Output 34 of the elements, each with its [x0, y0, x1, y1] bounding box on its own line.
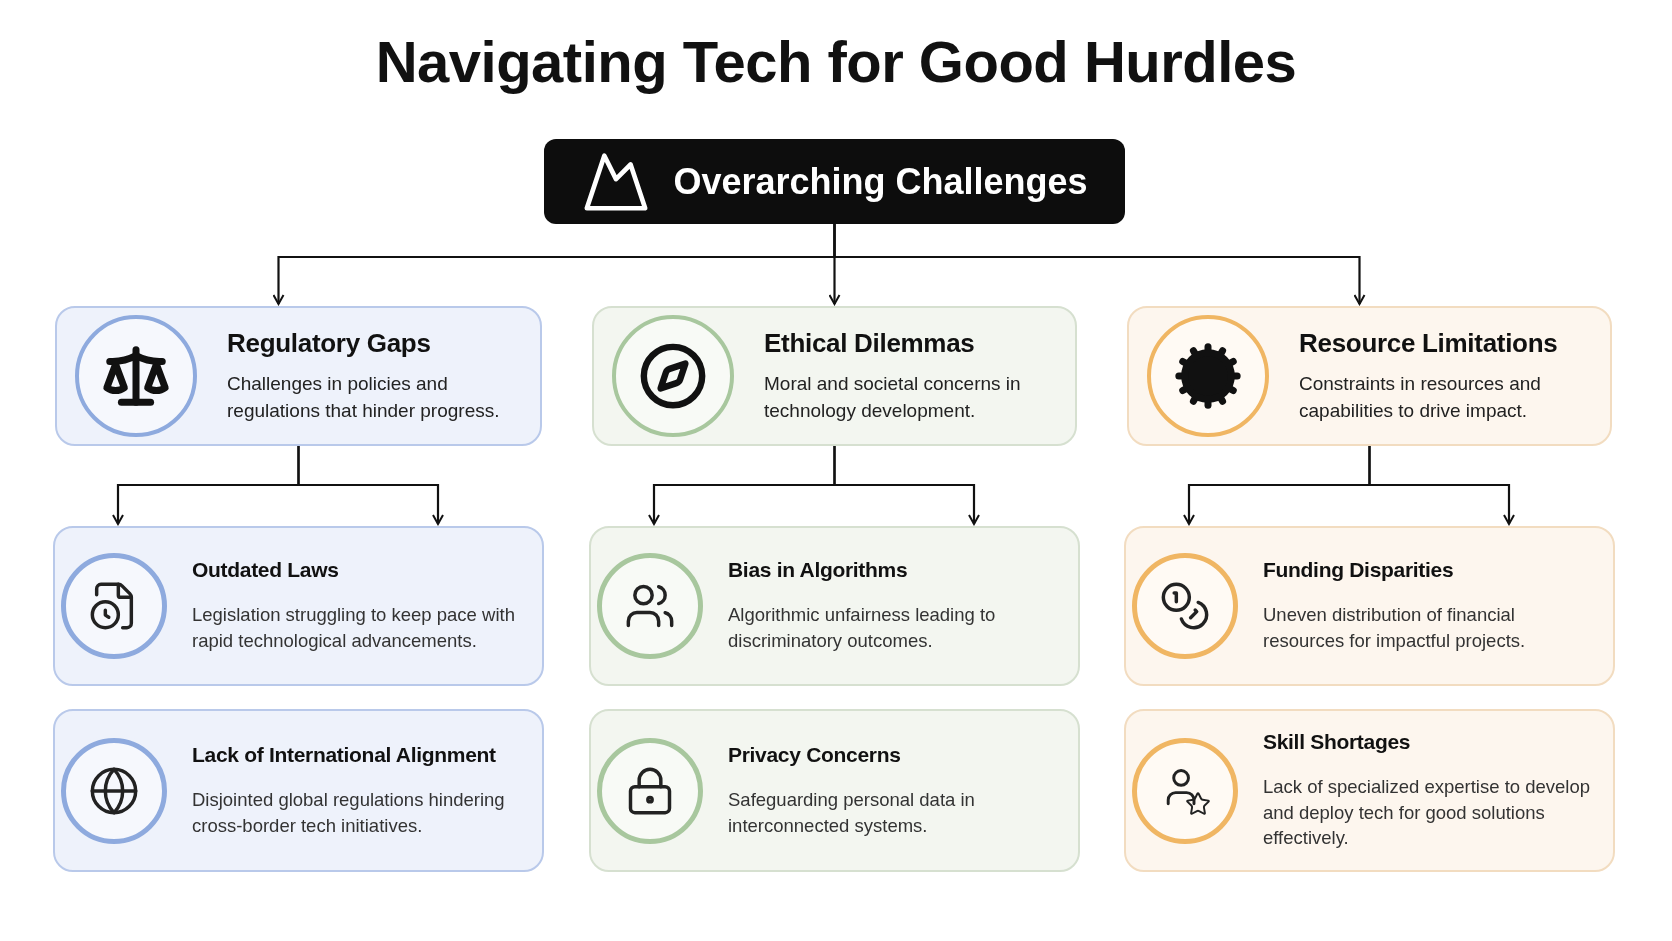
category-card — [1127, 306, 1612, 446]
card-description: Safeguarding personal data in interconnected systems. — [728, 787, 976, 838]
challenge-card — [589, 709, 1080, 872]
challenge-card — [53, 709, 544, 872]
card-heading: Lack of International Alignment — [192, 742, 497, 767]
challenge-card — [1124, 709, 1615, 872]
connector-arrow — [297, 446, 444, 525]
category-card — [592, 306, 1077, 446]
card-description: Disjointed global regulations hindering cross-border tech initiatives. — [192, 787, 506, 838]
card-heading: Regulatory Gaps — [227, 327, 432, 359]
category-card — [55, 306, 542, 446]
card-description: Moral and societal concerns in technology development. — [764, 371, 1022, 423]
card-description: Lack of specialized expertise to develop and deploy tech for good solutions effectively. — [1263, 774, 1592, 851]
diagram-title: Navigating Tech for Good Hurdles — [374, 28, 1298, 95]
card-heading: Bias in Algorithms — [728, 558, 909, 583]
card-heading: Funding Disparities — [1263, 558, 1455, 583]
card-heading: Ethical Dilemmas — [764, 327, 976, 359]
header-text: Overarching Challenges — [673, 160, 1088, 203]
connector-arrow — [1368, 446, 1515, 525]
challenge-card — [589, 526, 1080, 686]
connector-arrow — [833, 446, 980, 525]
challenge-card — [53, 526, 544, 686]
card-description: Challenges in policies and regulations that hinder progress. — [227, 371, 501, 423]
challenge-card — [1124, 526, 1615, 686]
card-description: Constraints in resources and capabilities to drive impact. — [1299, 371, 1542, 423]
connector-arrow — [833, 224, 1366, 305]
card-description: Legislation struggling to keep pace with rapid technological advancements. — [192, 603, 516, 653]
card-heading: Resource Limitations — [1299, 327, 1559, 359]
card-heading: Skill Shortages — [1263, 729, 1412, 754]
card-description: Uneven distribution of financial resources for impactful projects. — [1263, 603, 1527, 653]
header-box — [544, 139, 1125, 224]
card-heading: Outdated Laws — [192, 558, 340, 583]
card-description: Algorithmic unfairness leading to discriminatory outcomes. — [728, 603, 997, 653]
card-heading: Privacy Concerns — [728, 742, 902, 767]
